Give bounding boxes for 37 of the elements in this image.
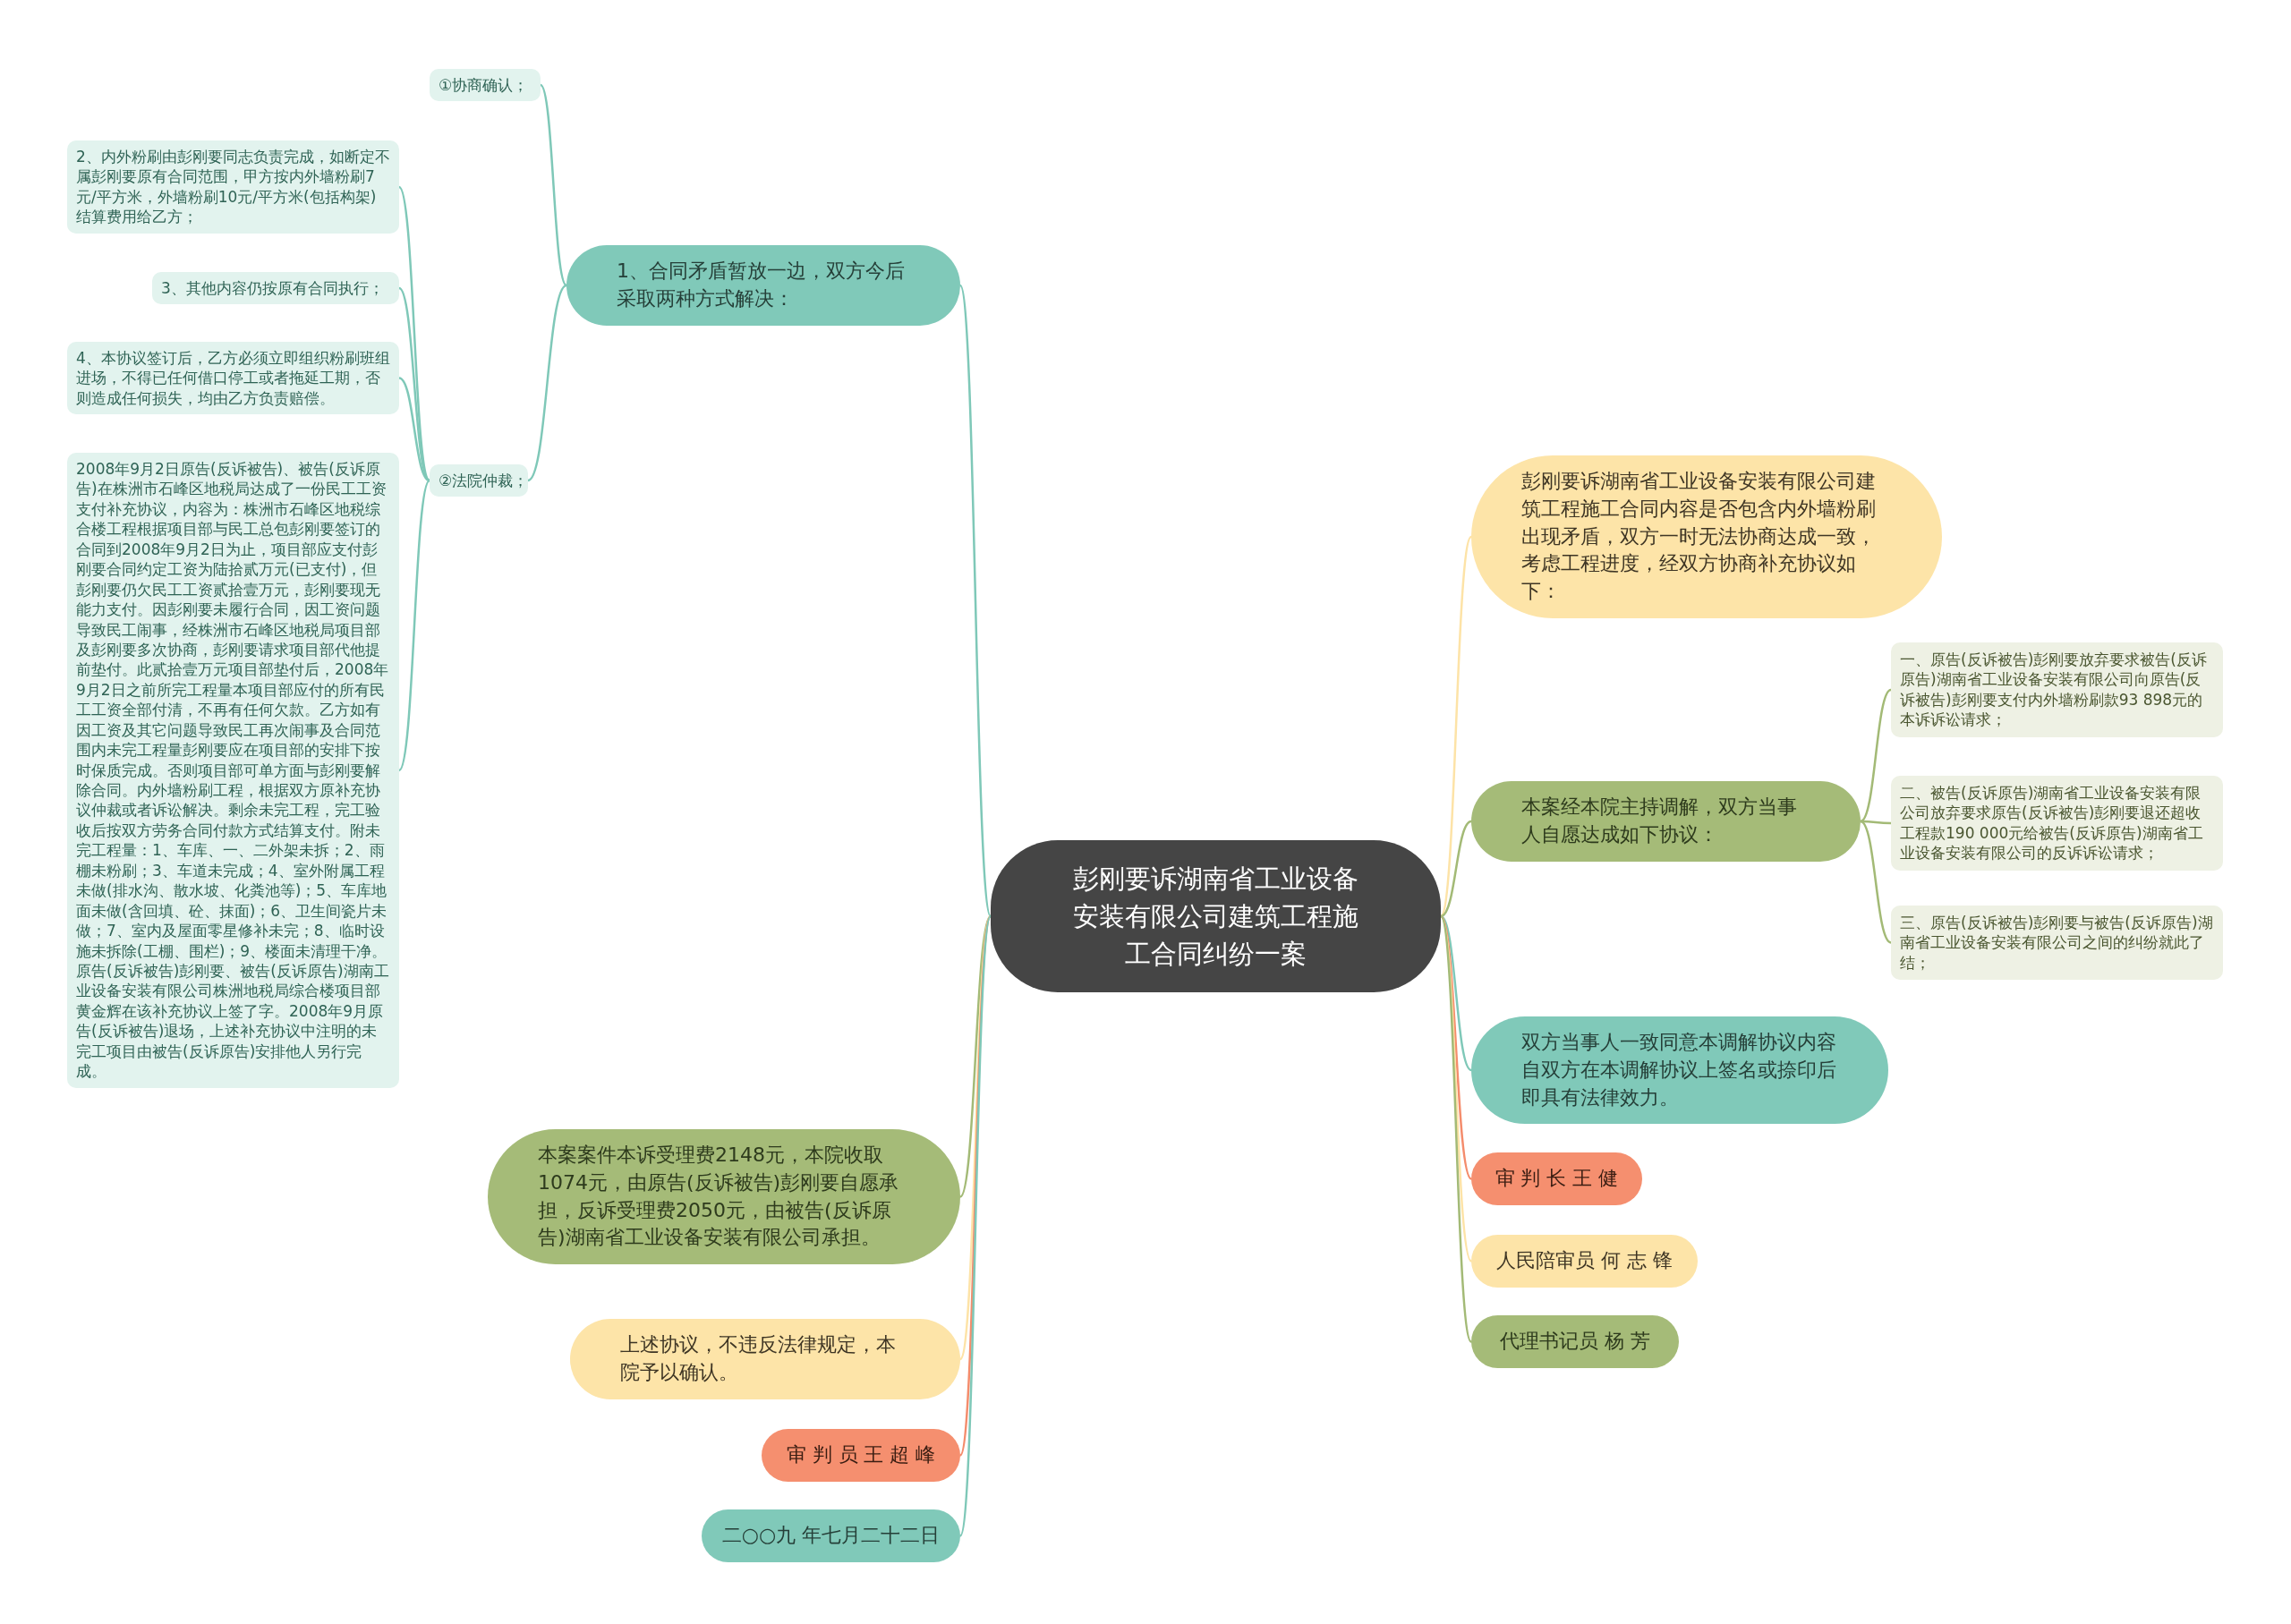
topic-pill: 双方当事人一致同意本调解协议内容自双方在本调解协议上签名或捺印后即具有法律效力。 (1471, 1016, 1888, 1125)
connector-line (1860, 820, 1892, 944)
connector-line (1439, 915, 1473, 1342)
connector-line (540, 84, 567, 286)
topic-pill: 本案经本院主持调解，双方当事人自愿达成如下协议： (1471, 781, 1861, 862)
note-card: 2、内外粉刷由彭刚要同志负责完成，如断定不属彭刚要原有合同范围，甲方按内外墙粉刷7元/平方米，外墙粉刷10元/平方米(包括构架)结算费用给乙方； (67, 140, 399, 234)
note-card: 一、原告(反诉被告)彭刚要放弃要求被告(反诉原告)湖南省工业设备安装有限公司向原告(反诉被告)彭刚要支付内外墙粉刷款93 898元的本诉诉讼请求； (1891, 642, 2223, 737)
connector-line (958, 285, 992, 917)
connector-line (1860, 689, 1892, 822)
topic-pill: 二○○九 年七月二十二日 (702, 1509, 960, 1562)
topic-pill: 审 判 员 王 超 峰 (762, 1429, 960, 1482)
note-card: 二、被告(反诉原告)湖南省工业设备安装有限公司放弃要求原告(反诉被告)彭刚要退还超收工程款190 000元给被告(反诉原告)湖南省工业设备安装有限公司的反诉诉讼请求； (1891, 776, 2223, 871)
connector-line (1439, 536, 1473, 917)
topic-pill: 审 判 长 王 健 (1471, 1152, 1642, 1205)
connector-line (1440, 915, 1472, 1071)
note-card: ①协商确认； (430, 69, 541, 102)
topic-pill: 代理书记员 杨 芳 (1471, 1315, 1679, 1368)
note-card: 三、原告(反诉被告)彭刚要与被告(反诉原告)湖南省工业设备安装有限公司之间的纠纷就此了结； (1891, 906, 2223, 981)
connector-line (1861, 820, 1891, 825)
connector-line (527, 285, 567, 481)
note-card: 2008年9月2日原告(反诉被告)、被告(反诉原告)在株洲市石峰区地税局达成了一份民工工资支付补充协议，内容为：株洲市石峰区地税综合楼工程根据项目部与民工总包彭刚要签订的合同到2008年9月2日为止，项目部应支付彭刚要合同约定工资为陆拾贰万元(已支付)，但彭刚要仍欠民工工资贰拾壹万元，彭刚要现无能力支付。因彭刚要未履行合同，因工资问题导致民工闹事，经株洲市石峰区地税局项目部及彭刚要多次协商，彭刚要请求项目部代他提前垫付。此贰拾壹万元项目部垫付后，2008年9月2日之前所完工程量本项目部应付的所有民工工资全部付清，不再有任何欠款。乙方如有因工资及其它问题导致民工再次闹事及合同范围内未完工程量彭刚要应在项目部的安排下按时保质完成。否则项目部可单方面与彭刚要解除合同。内外墙粉刷工程，根据双方原补充协议仲裁或者诉讼解决。剩余未完工程，完工验收后按双方劳务合同付款方式结算支付。附未完工程量：1、车库、一、二外架未拆；2、雨棚未粉刷；3、车道未完成；4、室外附属工程未做(排水沟、散水坡、化粪池等)；5、车库地面未做(含回填、砼、抹面)；6、卫生间瓷片未做；7、室内及屋面零星修补未完；8、临时设施未拆除(工棚、围栏)；9、楼面未清理干净。原告(反诉被告)彭刚要、被告(反诉原告)湖南工业设备安装有限公司株洲地税局综合楼项目部黄金辉在该补充协议上签了字。2008年9月原告(反诉被告)退场，上述补充协议中注明的未完工项目由被告(反诉原告)安排他人另行完成。 (67, 453, 399, 1088)
connector-line (1439, 915, 1473, 1180)
connector-line (397, 186, 431, 481)
connector-line (397, 480, 431, 771)
note-card: 4、本协议签订后，乙方必须立即组织粉刷班组进场，不得已任何借口停工或者拖延工期，否则造成任何损失，均由乙方负责赔偿。 (67, 342, 399, 415)
note-card: 3、其他内容仍按原有合同执行； (152, 272, 399, 305)
topic-pill: 人民陪审员 何 志 锋 (1471, 1235, 1698, 1288)
topic-pill: 上述协议，不违反法律规定，本院予以确认。 (570, 1319, 960, 1399)
connector-line (398, 377, 430, 482)
connector-line (1440, 820, 1472, 918)
note-card: ②法院仲裁； (430, 464, 528, 497)
central-topic: 彭刚要诉湖南省工业设备安装有限公司建筑工程施工合同纠纷一案 (991, 840, 1441, 993)
topic-pill: 1、合同矛盾暂放一边，双方今后采取两种方式解决： (566, 245, 960, 326)
connector-line (958, 915, 992, 1198)
connector-line (398, 287, 430, 481)
topic-pill: 彭刚要诉湖南省工业设备安装有限公司建筑工程施工合同内容是否包含内外墙粉刷出现矛盾，双方一时无法协商达成一致，考虑工程进度，经双方协商补充协议如下： (1471, 455, 1942, 618)
topic-pill: 本案案件本诉受理费2148元，本院收取1074元，由原告(反诉被告)彭刚要自愿承担，反诉受理费2050元，由被告(反诉原告)湖南省工业设备安装有限公司承担。 (488, 1129, 960, 1265)
